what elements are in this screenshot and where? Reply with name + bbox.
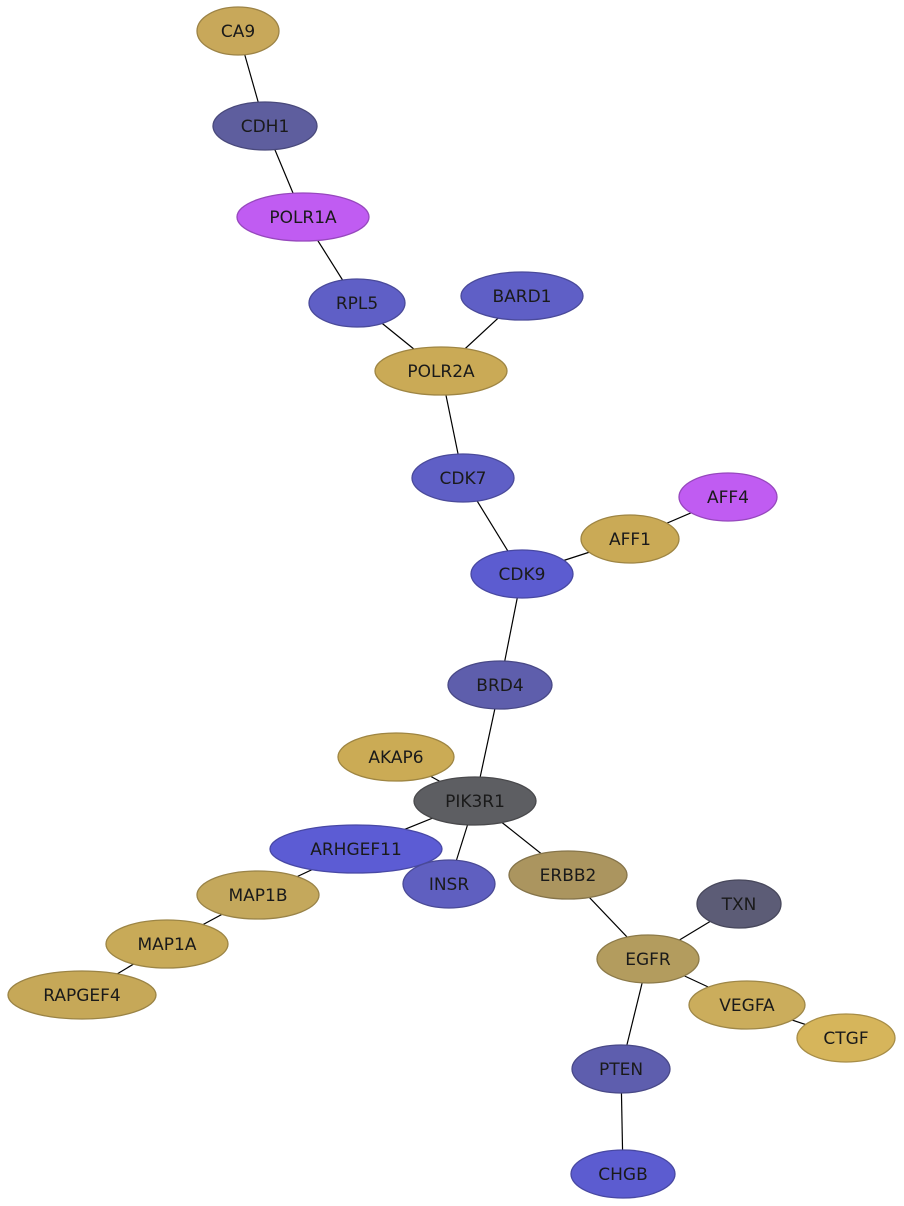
node-cdk9[interactable]: CDK9 [470, 549, 574, 599]
node-shape-vegfa[interactable] [688, 980, 806, 1030]
node-shape-pik3r1[interactable] [413, 776, 537, 826]
node-label-rpl5: RPL5 [336, 294, 378, 314]
node-chgb[interactable]: CHGB [570, 1149, 676, 1199]
node-ctgf[interactable]: CTGF [796, 1013, 896, 1063]
node-label-ca9: CA9 [221, 22, 255, 42]
node-arhgef11[interactable]: ARHGEF11 [269, 824, 443, 874]
node-txn[interactable]: TXN [696, 879, 782, 929]
node-aff4[interactable]: AFF4 [678, 472, 778, 522]
node-label-insr: INSR [429, 875, 470, 895]
node-ca9[interactable]: CA9 [196, 6, 280, 56]
node-polr2a[interactable]: POLR2A [374, 346, 508, 396]
node-shape-txn[interactable] [696, 879, 782, 929]
node-pten[interactable]: PTEN [571, 1044, 671, 1094]
node-label-map1a: MAP1A [138, 935, 197, 955]
node-map1a[interactable]: MAP1A [105, 919, 229, 969]
node-shape-ca9[interactable] [196, 6, 280, 56]
node-label-pten: PTEN [599, 1060, 643, 1080]
node-label-aff4: AFF4 [707, 488, 749, 508]
node-aff1[interactable]: AFF1 [580, 514, 680, 564]
node-shape-insr[interactable] [402, 859, 496, 909]
node-rapgef4[interactable]: RAPGEF4 [7, 970, 157, 1020]
node-vegfa[interactable]: VEGFA [688, 980, 806, 1030]
node-label-aff1: AFF1 [609, 530, 651, 550]
node-label-polr1a: POLR1A [269, 208, 337, 228]
node-shape-akap6[interactable] [337, 732, 455, 782]
node-shape-aff1[interactable] [580, 514, 680, 564]
node-label-pik3r1: PIK3R1 [445, 792, 505, 812]
node-label-akap6: AKAP6 [368, 748, 423, 768]
node-label-map1b: MAP1B [228, 886, 287, 906]
node-erbb2[interactable]: ERBB2 [508, 850, 628, 900]
node-shape-cdh1[interactable] [212, 101, 318, 151]
node-label-erbb2: ERBB2 [540, 866, 597, 886]
node-shape-map1a[interactable] [105, 919, 229, 969]
node-label-cdk7: CDK7 [440, 469, 487, 489]
node-label-chgb: CHGB [598, 1165, 648, 1185]
node-shape-bard1[interactable] [460, 271, 584, 321]
node-shape-cdk9[interactable] [470, 549, 574, 599]
node-label-polr2a: POLR2A [407, 362, 475, 382]
node-label-brd4: BRD4 [476, 676, 523, 696]
node-cdh1[interactable]: CDH1 [212, 101, 318, 151]
node-brd4[interactable]: BRD4 [447, 660, 553, 710]
node-label-vegfa: VEGFA [719, 996, 775, 1016]
node-shape-rapgef4[interactable] [7, 970, 157, 1020]
node-label-rapgef4: RAPGEF4 [43, 986, 121, 1006]
node-shape-ctgf[interactable] [796, 1013, 896, 1063]
node-cdk7[interactable]: CDK7 [411, 453, 515, 503]
node-shape-map1b[interactable] [196, 870, 320, 920]
node-polr1a[interactable]: POLR1A [236, 192, 370, 242]
node-shape-rpl5[interactable] [308, 278, 406, 328]
node-akap6[interactable]: AKAP6 [337, 732, 455, 782]
node-insr[interactable]: INSR [402, 859, 496, 909]
node-shape-arhgef11[interactable] [269, 824, 443, 874]
node-shape-brd4[interactable] [447, 660, 553, 710]
node-label-ctgf: CTGF [823, 1029, 868, 1049]
node-shape-egfr[interactable] [596, 934, 700, 984]
node-label-egfr: EGFR [625, 950, 671, 970]
node-pik3r1[interactable]: PIK3R1 [413, 776, 537, 826]
node-shape-polr2a[interactable] [374, 346, 508, 396]
node-shape-polr1a[interactable] [236, 192, 370, 242]
node-rpl5[interactable]: RPL5 [308, 278, 406, 328]
node-label-cdk9: CDK9 [499, 565, 546, 585]
node-label-arhgef11: ARHGEF11 [310, 840, 402, 860]
node-shape-erbb2[interactable] [508, 850, 628, 900]
node-map1b[interactable]: MAP1B [196, 870, 320, 920]
node-egfr[interactable]: EGFR [596, 934, 700, 984]
node-shape-cdk7[interactable] [411, 453, 515, 503]
node-bard1[interactable]: BARD1 [460, 271, 584, 321]
node-label-cdh1: CDH1 [241, 117, 290, 137]
node-shape-chgb[interactable] [570, 1149, 676, 1199]
node-label-txn: TXN [721, 895, 757, 915]
node-shape-pten[interactable] [571, 1044, 671, 1094]
node-shape-aff4[interactable] [678, 472, 778, 522]
node-label-bard1: BARD1 [492, 287, 551, 307]
